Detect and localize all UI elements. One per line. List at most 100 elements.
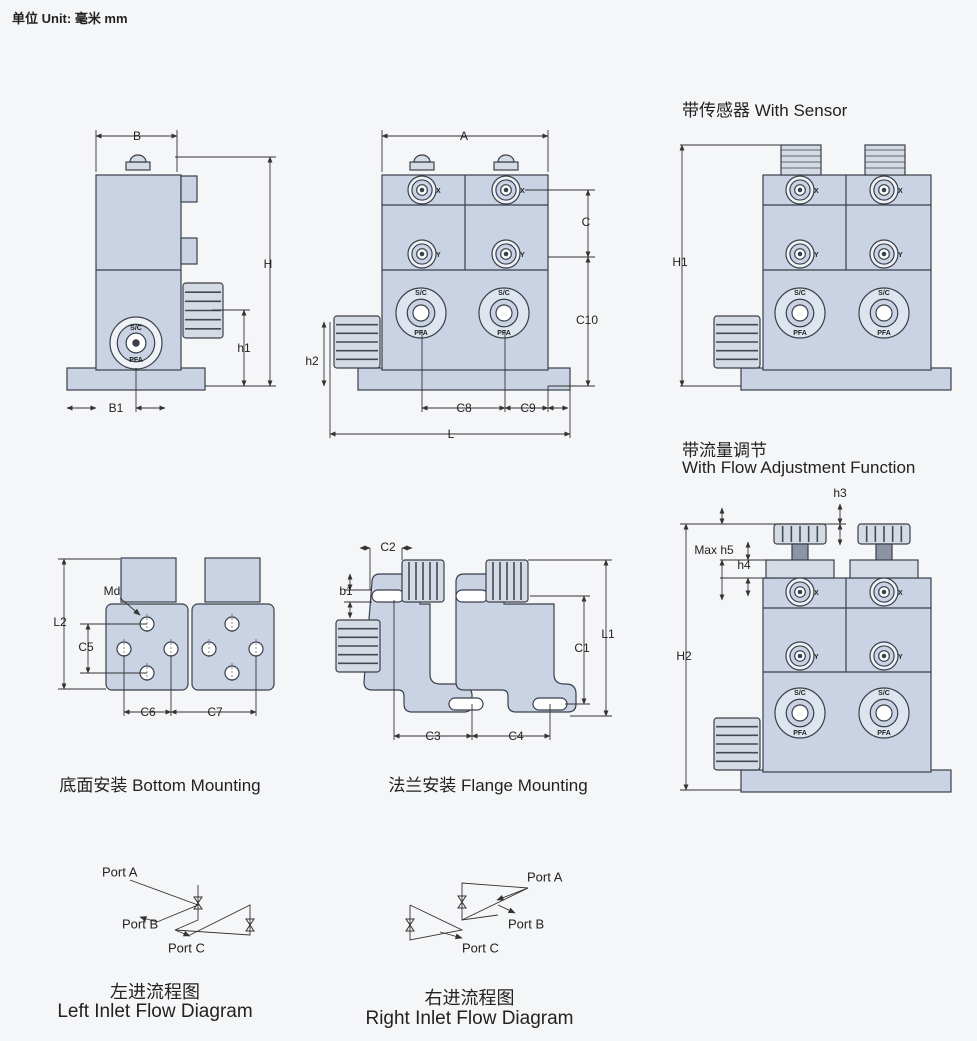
dim-c1: C1 (574, 641, 590, 655)
dim-h2: h2 (305, 354, 319, 368)
dim-h5: Max h5 (694, 543, 734, 557)
port-a-label: Port A (527, 869, 563, 884)
valve-cap-base (409, 161, 435, 171)
main-port-bore (495, 304, 513, 322)
port-center (419, 187, 425, 193)
flow-path (461, 882, 529, 921)
port-center (503, 251, 509, 257)
flow-arrow (139, 916, 158, 923)
sensor-body (762, 174, 932, 371)
port-center (419, 251, 425, 257)
side-solenoid-bottom (180, 237, 198, 265)
brand-mark-top: S/C (794, 290, 806, 297)
bottom-body (105, 603, 189, 691)
port-center (503, 187, 509, 193)
port-b-label: Port B (508, 916, 544, 931)
adjust-nut (765, 559, 835, 579)
port-center (797, 187, 803, 193)
brand-mark-bottom: PFA (414, 330, 428, 337)
valve-cap-base (493, 161, 519, 171)
dim-h4: h4 (737, 558, 751, 572)
brand-mark-bottom: PFA (877, 730, 891, 737)
port-marking: X (520, 188, 525, 195)
flow-path (461, 887, 529, 921)
port-center (881, 653, 887, 659)
port-marking: Y (814, 252, 819, 259)
brand-mark-bottom: PFA (877, 330, 891, 337)
with-sensor-title: 带传感器 With Sensor (682, 101, 848, 120)
dim-c6: C6 (140, 705, 156, 719)
brand-mark-top: S/C (878, 290, 890, 297)
main-port-bore (875, 304, 893, 322)
flow-adjust-title-cn: 带流量调节 (682, 441, 767, 460)
dim-h1-sensor: H1 (672, 255, 688, 269)
dim-b1: B1 (109, 401, 124, 415)
port-marking: X (898, 590, 903, 597)
brand-mark-bottom: PFA (793, 730, 807, 737)
dim-c8: C8 (456, 401, 472, 415)
port-center (797, 653, 803, 659)
adjust-nut (849, 559, 919, 579)
dim-c10: C10 (576, 313, 598, 327)
dim-h2-flow: H2 (676, 649, 692, 663)
bottom-solenoid (120, 557, 177, 603)
dim-h1: h1 (237, 341, 251, 355)
port-center (881, 251, 887, 257)
flange-slot (455, 589, 489, 603)
bottom-body (191, 603, 275, 691)
flow-arrow (497, 904, 516, 914)
left-inlet-caption-en: Left Inlet Flow Diagram (57, 1001, 253, 1022)
port-c-label: Port C (168, 940, 205, 955)
port-marking: Y (814, 654, 819, 661)
left-inlet-caption-cn: 左进流程图 (110, 982, 200, 1002)
port-marking: X (898, 188, 903, 195)
flow-path (174, 885, 251, 936)
main-port-bore (791, 704, 809, 722)
flow-path (409, 904, 464, 941)
brand-mark-top: S/C (498, 290, 510, 297)
valve-symbol (193, 896, 203, 910)
side-solenoid-top (180, 175, 198, 203)
flow-body (762, 577, 932, 773)
brand-mark-top: S/C (878, 690, 890, 697)
port-c-label: Port C (462, 940, 499, 955)
dim-c7: C7 (207, 705, 223, 719)
dim-h: H (264, 257, 273, 271)
brand-mark-bottom: PFA (129, 357, 143, 364)
brand-mark-top: S/C (794, 690, 806, 697)
dim-a: A (460, 129, 468, 143)
valve-symbol (457, 895, 467, 909)
flange-slot (371, 589, 405, 603)
dim-c5: C5 (78, 640, 94, 654)
port-b-label: Port B (122, 916, 158, 931)
dim-c9: C9 (520, 401, 536, 415)
main-port-bore (412, 304, 430, 322)
valve-symbol (405, 918, 415, 932)
dim-l2: L2 (53, 615, 67, 629)
dim-h3: h3 (833, 486, 847, 500)
base-plate (740, 367, 952, 391)
dim-c: C (582, 215, 591, 229)
port-marking: X (436, 188, 441, 195)
leader-line (119, 597, 141, 616)
flow-arrow (439, 931, 463, 940)
port-marking: X (814, 590, 819, 597)
port-marking: Y (436, 252, 441, 259)
valve-cap-dome (497, 154, 515, 163)
adjust-stem (791, 543, 809, 563)
port-marking: Y (520, 252, 525, 259)
dim-c4: C4 (508, 729, 524, 743)
dim-b: B (133, 129, 141, 143)
main-port-bore (875, 704, 893, 722)
flange-mounting-caption: 法兰安装 Flange Mounting (388, 776, 588, 795)
port-marking: X (814, 188, 819, 195)
port-a-label: Port A (102, 864, 138, 879)
flange-slot (448, 697, 484, 711)
port-center (132, 339, 140, 347)
base-plate (740, 769, 952, 793)
position-sensor (780, 144, 822, 176)
brand-mark-top: S/C (415, 290, 427, 297)
dim-md: Md (104, 584, 121, 598)
port-marking: Y (898, 252, 903, 259)
